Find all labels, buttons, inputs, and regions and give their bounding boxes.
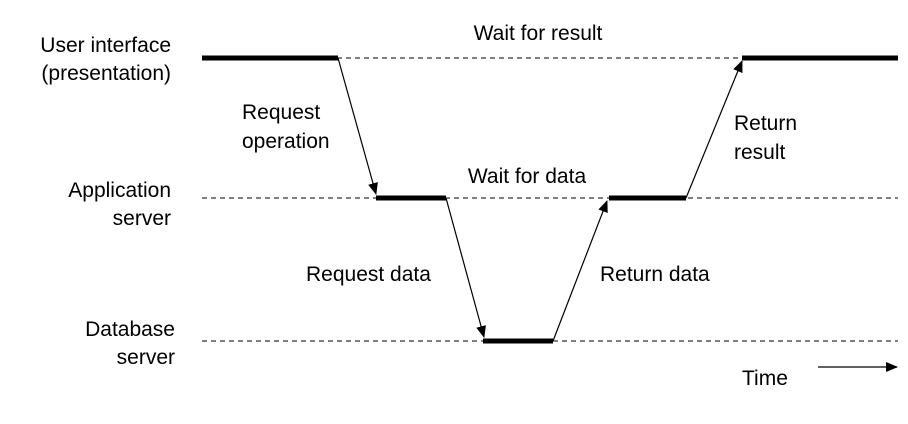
db-tier-label-line2: server (117, 346, 175, 369)
request-operation-label-line1: Request (242, 101, 320, 124)
db-tier-label-line1: Database (85, 318, 175, 341)
return-result-label-line2: result (734, 141, 786, 164)
wait-for-result-label: Wait for result (474, 22, 603, 45)
app-tier-label-line1: Application (68, 179, 171, 202)
request-operation-arrow (337, 57, 378, 195)
return-result-label-line1: Return (734, 112, 797, 135)
time-axis-label: Time (742, 367, 788, 390)
request-data-label: Request data (306, 263, 431, 286)
ui-tier-label-line1: User interface (40, 34, 171, 57)
app-tier-label-line2: server (113, 207, 171, 230)
request-data-arrow (445, 197, 486, 338)
return-data-arrow (552, 200, 608, 342)
return-result-arrow (685, 60, 743, 199)
ui-tier-label-line2: (presentation) (41, 62, 171, 85)
wait-for-data-label: Wait for data (468, 165, 587, 188)
request-operation-label-line2: operation (242, 130, 330, 153)
return-data-label: Return data (600, 263, 710, 286)
